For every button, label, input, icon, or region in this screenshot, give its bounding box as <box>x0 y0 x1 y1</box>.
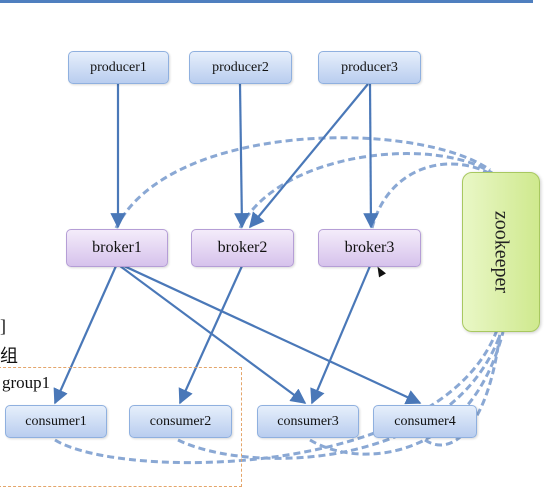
arrow-broker1-consumer1 <box>53 265 118 405</box>
dashed-link-consumer2 <box>177 334 502 460</box>
consumer1-node: consumer1 <box>5 405 107 438</box>
zookeeper-node: zookeeper <box>462 172 540 332</box>
consumer4-node: consumer4 <box>373 405 477 438</box>
side-glyph-bracket: ] <box>0 316 6 336</box>
arrow-producer3-broker2 <box>249 83 369 229</box>
broker1-node: broker1 <box>66 229 168 267</box>
consumer-group-box <box>0 367 242 487</box>
zookeeper-dashed-links <box>54 136 505 465</box>
dashed-link-consumer3 <box>309 331 505 456</box>
producer2-node: producer2 <box>189 51 292 84</box>
dashed-link-consumer1 <box>54 329 499 465</box>
arrow-producer2-broker2 <box>234 83 250 229</box>
group-label: group1 <box>2 373 51 392</box>
broker3-node: broker3 <box>318 229 421 267</box>
side-glyph-zu: 组 <box>0 346 18 366</box>
arrow-producer3-broker3 <box>363 83 379 229</box>
arrow-broker1-consumer3 <box>119 265 307 404</box>
broker2-node: broker2 <box>191 229 294 267</box>
producer3-node: producer3 <box>318 51 421 84</box>
data-flow-arrows <box>53 83 422 405</box>
dashed-link-broker3 <box>370 162 501 229</box>
dashed-link-broker2 <box>238 152 496 229</box>
arrow-broker1-consumer4 <box>123 265 422 405</box>
consumer3-node: consumer3 <box>257 405 359 438</box>
producer1-node: producer1 <box>68 51 169 84</box>
consumer2-node: consumer2 <box>129 405 232 438</box>
dashed-link-consumer4 <box>424 331 502 447</box>
dashed-link-broker1 <box>114 136 491 229</box>
zookeeper-label: zookeeper <box>490 210 513 294</box>
arrow-broker2-consumer2 <box>178 265 244 405</box>
top-rule <box>0 0 533 3</box>
arrow-broker3-consumer3 <box>310 265 372 405</box>
